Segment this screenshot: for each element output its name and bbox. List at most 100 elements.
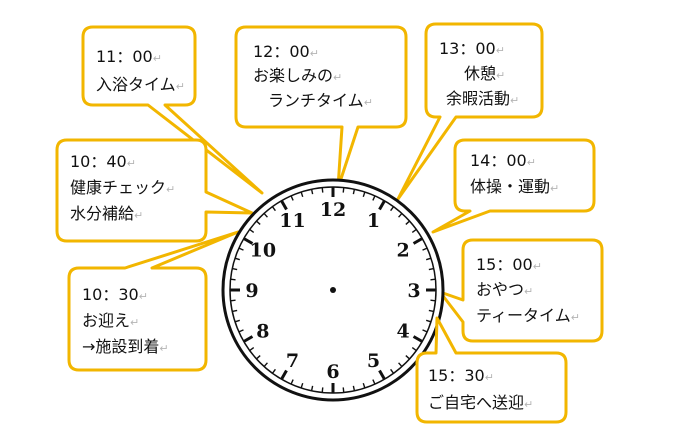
callout-time: 10：30↵ [82, 285, 148, 304]
callout-line: ティータイム↵ [476, 306, 580, 325]
minute-tick [238, 247, 244, 251]
callout-1400: 14：00↵ 体操・運動↵ [431, 138, 596, 234]
callout-bubble [415, 316, 568, 424]
minute-tick [352, 189, 356, 195]
minute-tick [430, 299, 436, 302]
callout-line: お楽しみの↵ [253, 66, 342, 85]
clock-numeral: 7 [286, 350, 299, 372]
minute-tick [425, 257, 432, 261]
callout-1300: 13：00↵ 休憩↵ 余暇活動↵ [396, 22, 544, 201]
minute-tick [271, 368, 276, 374]
clock-numeral: 3 [407, 280, 420, 302]
minute-tick [290, 379, 294, 385]
callout-group: 11：00↵ 入浴タイム↵ 12：00↵ お楽しみの↵ ランチタイム↵ 13：0… [55, 22, 604, 372]
callout-1200: 12：00↵ お楽しみの↵ ランチタイム↵ [234, 25, 408, 190]
minute-tick [430, 278, 436, 281]
minute-tick [405, 220, 411, 225]
minute-tick [310, 189, 314, 195]
callout-bubble [396, 22, 544, 201]
callout-time: 15：30↵ [428, 366, 494, 385]
minute-tick [255, 220, 261, 225]
minute-tick [300, 382, 304, 389]
hour-tick [280, 200, 288, 211]
hour-tick [378, 369, 386, 380]
minute-tick [310, 385, 314, 391]
callout-line: 休憩↵ [464, 64, 505, 83]
callout-time: 14：00↵ [470, 151, 536, 170]
minute-tick [263, 362, 268, 368]
minute-tick [290, 195, 294, 201]
minute-tick [405, 355, 411, 360]
callout-line: 水分補給↵ [70, 204, 143, 223]
callout-time: 11：00↵ [96, 47, 162, 66]
callout-line: 余暇活動↵ [446, 89, 519, 108]
clock-numeral: 2 [397, 240, 410, 262]
minute-tick [342, 187, 345, 193]
callout-1100: 11：00↵ 入浴タイム↵ [81, 25, 264, 195]
minute-tick [342, 387, 345, 393]
hour-tick [412, 335, 423, 343]
minute-tick [422, 329, 428, 333]
minute-tick [300, 191, 304, 198]
callout-line: 健康チェック↵ [70, 178, 175, 197]
clock-numeral: 5 [367, 350, 380, 372]
minute-tick [411, 347, 417, 352]
minute-tick [234, 319, 241, 323]
callout-time: 15：00↵ [476, 255, 542, 274]
minute-tick [271, 206, 276, 212]
minute-tick [425, 319, 432, 323]
clock-center-dot [330, 287, 336, 293]
callout-line: ご自宅へ送迎↵ [428, 393, 533, 412]
clock-ticks [230, 187, 436, 393]
callout-bubble [234, 25, 408, 190]
clock-numeral: 8 [256, 321, 269, 343]
callout-line: おやつ↵ [476, 280, 533, 299]
callout-bubble [67, 230, 240, 372]
clock-numeral: 4 [397, 321, 410, 343]
minute-tick [372, 379, 376, 385]
clock-numeral: 10 [250, 240, 276, 262]
minute-tick [230, 299, 236, 302]
minute-tick [362, 382, 366, 389]
clock-numeral: 12 [320, 199, 346, 221]
hour-tick [412, 237, 423, 245]
callout-time: 10：40↵ [70, 152, 136, 171]
minute-tick [372, 195, 376, 201]
minute-tick [232, 267, 238, 271]
callout-line: ランチタイム↵ [268, 91, 373, 110]
callout-bubble [431, 138, 596, 234]
hour-tick [243, 237, 254, 245]
callout-line: 体操・運動↵ [470, 177, 559, 196]
minute-tick [232, 309, 238, 313]
callout-1040: 10：40↵ 健康チェック↵ 水分補給↵ [55, 138, 254, 243]
callout-1030: 10：30↵ お迎え↵ →施設到着↵ [67, 230, 240, 372]
hour-tick [378, 200, 386, 211]
hour-tick [243, 335, 254, 343]
callout-1530: 15：30↵ ご自宅へ送迎↵ [415, 316, 568, 424]
callout-time: 12：00↵ [253, 42, 319, 61]
minute-tick [362, 191, 366, 198]
callout-bubble [55, 138, 254, 243]
callout-time: 13：00↵ [439, 39, 505, 58]
minute-tick [428, 309, 434, 313]
minute-tick [230, 278, 236, 281]
callout-bubble [438, 238, 604, 343]
minute-tick [321, 187, 324, 193]
clock-numeral: 11 [279, 210, 305, 232]
clock-numeral: 9 [245, 280, 258, 302]
minute-tick [263, 212, 268, 218]
minute-tick [249, 228, 255, 233]
clock-numeral: 1 [367, 210, 380, 232]
minute-tick [411, 228, 417, 233]
minute-tick [428, 267, 434, 271]
minute-tick [238, 329, 244, 333]
hour-tick [280, 369, 288, 380]
callout-1500: 15：00↵ おやつ↵ ティータイム↵ [438, 238, 604, 343]
minute-tick [390, 368, 395, 374]
minute-tick [352, 385, 356, 391]
minute-tick [249, 347, 255, 352]
minute-tick [234, 257, 241, 261]
clock-numeral: 6 [326, 361, 339, 383]
